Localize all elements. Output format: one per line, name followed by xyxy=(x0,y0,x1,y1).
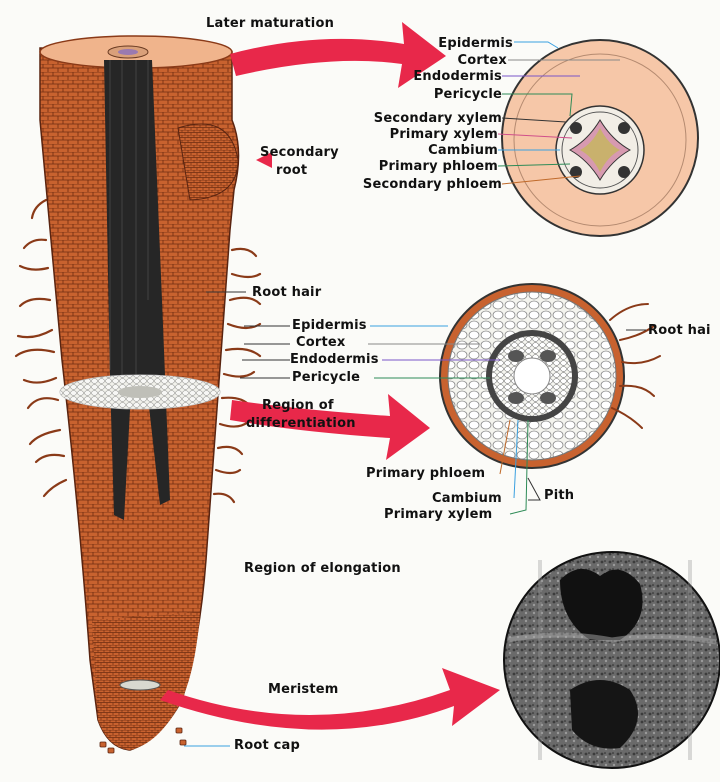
young-label-primary-phloem: Primary phloem xyxy=(366,466,485,481)
mature-label-cortex: Cortex xyxy=(458,53,508,68)
label-secondary-root-2: root xyxy=(276,163,307,178)
young-label-cambium: Cambium xyxy=(432,491,502,506)
mature-label-secondary-phloem: Secondary phloem xyxy=(363,177,502,192)
label-root-cap: Root cap xyxy=(234,738,300,753)
mature-label-cambium: Cambium xyxy=(428,143,498,158)
label-root-hair: Root hair xyxy=(252,285,321,300)
mature-label-endodermis: Endodermis xyxy=(413,69,502,84)
young-label-epidermis: Epidermis xyxy=(292,318,367,333)
meristem-section xyxy=(120,680,160,690)
young-label-pith: Pith xyxy=(544,488,574,503)
mature-label-primary-phloem: Primary phloem xyxy=(379,159,498,174)
label-region-of-elongation: Region of elongation xyxy=(244,561,401,576)
mature-label-secondary-xylem: Secondary xylem xyxy=(374,111,502,126)
mature-cross-section xyxy=(502,40,698,236)
label-later-maturation: Later maturation xyxy=(206,16,334,31)
meristem-micrograph xyxy=(504,552,720,768)
label-region-of-differentiation-1: Region of xyxy=(262,398,334,413)
label-region-of-differentiation-2: differentiation xyxy=(246,416,356,431)
label-meristem: Meristem xyxy=(268,682,339,697)
mature-label-pericycle: Pericycle xyxy=(434,87,502,102)
mature-label-primary-xylem: Primary xylem xyxy=(390,127,498,142)
young-label-root-hair: Root hai xyxy=(648,323,711,338)
label-secondary-root-1: Secondary xyxy=(260,145,339,160)
young-label-primary-xylem: Primary xylem xyxy=(384,507,492,522)
young-label-endodermis: Endodermis xyxy=(290,352,379,367)
young-label-pericycle: Pericycle xyxy=(292,370,360,385)
young-label-cortex: Cortex xyxy=(296,335,346,350)
young-cross-section xyxy=(440,284,624,468)
mature-label-epidermis: Epidermis xyxy=(438,36,513,51)
